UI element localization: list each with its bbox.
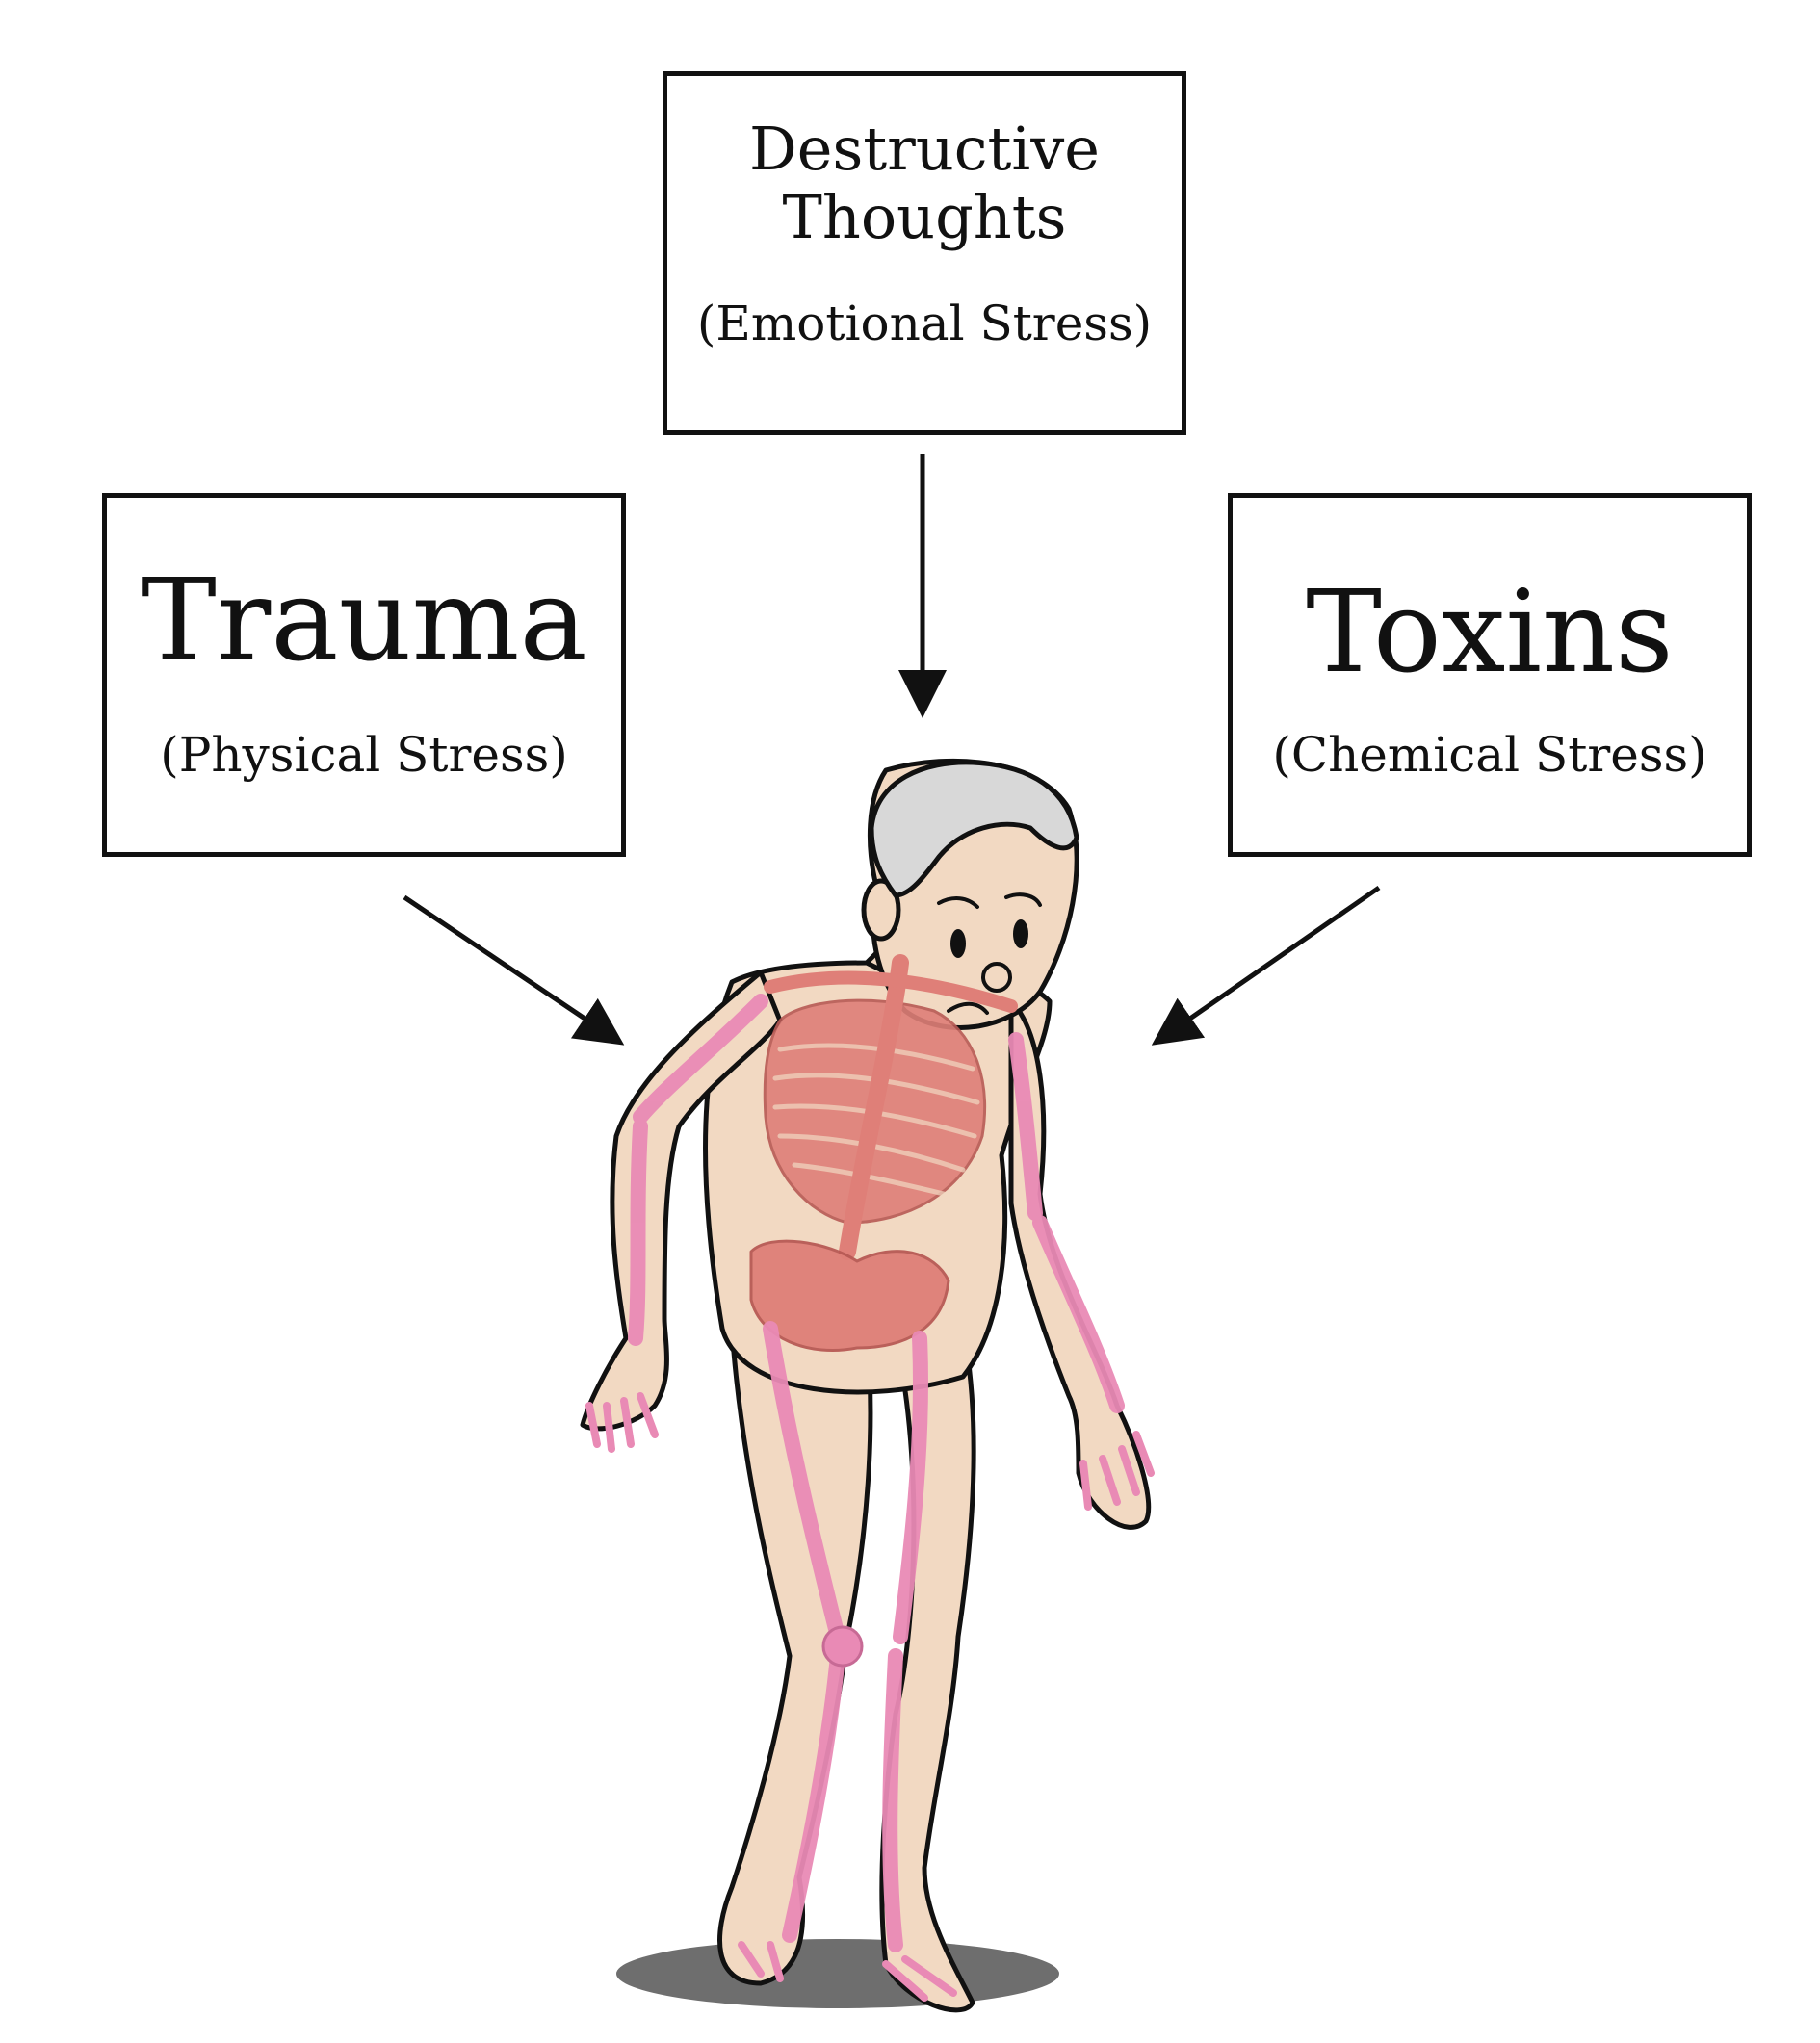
emotional-stress-subtitle: (Emotional Stress) xyxy=(696,296,1153,351)
physical-stress-title: Trauma xyxy=(141,554,587,686)
emotional-stress-title: Destructive Thoughts xyxy=(667,115,1182,252)
chemical-stress-subtitle: (Chemical Stress) xyxy=(1272,727,1707,783)
hand-right xyxy=(1079,1431,1155,1511)
elderly-man-skeleton-illustration xyxy=(580,758,1155,2013)
front-leg xyxy=(717,1326,873,1986)
figure-shadow xyxy=(616,1939,1059,2008)
emotional-stress-box: Destructive Thoughts (Emotional Stress) xyxy=(663,71,1186,435)
spine xyxy=(839,954,909,1260)
arrow-chemical xyxy=(1151,885,1381,1046)
eye-left xyxy=(950,929,966,958)
chemical-stress-title: Toxins xyxy=(1306,565,1674,698)
emotional-title-line-2: Thoughts xyxy=(782,182,1067,253)
brow-right xyxy=(1004,892,1042,907)
kneecap xyxy=(821,1625,864,1668)
chemical-stress-box: Toxins (Chemical Stress) xyxy=(1228,493,1752,857)
physical-stress-box: Trauma (Physical Stress) xyxy=(102,493,626,857)
emotional-title-line-1: Destructive xyxy=(749,114,1100,184)
foot-bones xyxy=(738,1941,957,2002)
mouth xyxy=(947,1001,989,1015)
hair xyxy=(869,760,1079,898)
nose xyxy=(981,962,1012,993)
eye-right xyxy=(1013,919,1028,948)
ear xyxy=(861,878,901,942)
physical-stress-subtitle: (Physical Stress) xyxy=(160,727,568,783)
right-arm xyxy=(1008,998,1152,1530)
hand-left xyxy=(585,1392,659,1453)
back-leg xyxy=(879,1326,976,2013)
limb-bones xyxy=(628,994,1125,1952)
brow-left xyxy=(937,896,979,909)
pelvis xyxy=(749,1239,950,1353)
arrow-physical xyxy=(403,894,625,1046)
clavicle xyxy=(764,970,1018,1013)
